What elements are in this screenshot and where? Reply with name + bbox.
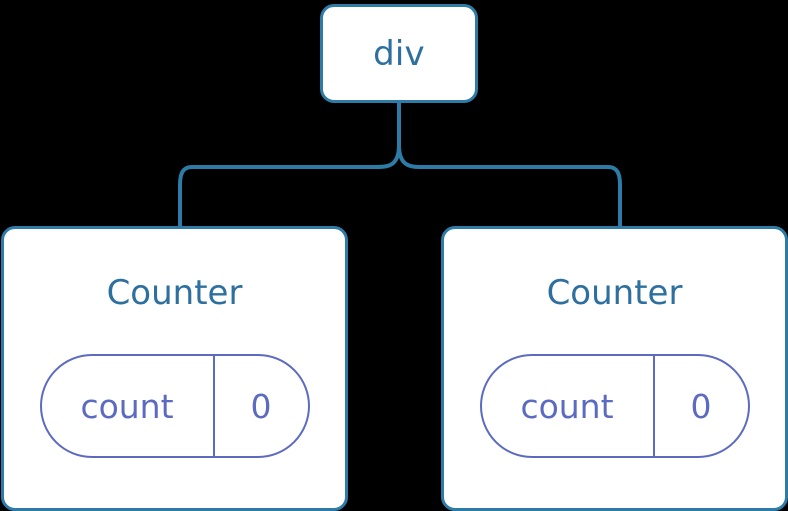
- state-pill-left-key-cell: count: [42, 356, 215, 456]
- state-pill-right[interactable]: count 0: [479, 354, 750, 458]
- state-pill-left-value: 0: [250, 386, 272, 426]
- tree-connector: [178, 103, 622, 228]
- node-counter-right-label: Counter: [546, 273, 683, 313]
- state-pill-right-value: 0: [690, 386, 712, 426]
- state-pill-left-value-cell: 0: [215, 356, 308, 456]
- node-div[interactable]: div: [320, 4, 478, 103]
- connector-branch-right: [397, 144, 622, 228]
- node-counter-left-label: Counter: [106, 273, 243, 313]
- state-pill-right-key: count: [520, 386, 614, 426]
- state-pill-right-key-cell: count: [482, 356, 655, 456]
- connector-branch-left: [178, 144, 401, 228]
- diagram-canvas: div Counter count 0 Counter count 0: [1, 4, 788, 511]
- state-pill-left-key: count: [80, 386, 174, 426]
- state-pill-right-value-cell: 0: [655, 356, 748, 456]
- node-counter-right[interactable]: Counter count 0: [441, 226, 788, 511]
- node-counter-left[interactable]: Counter count 0: [1, 226, 348, 511]
- node-div-label: div: [373, 33, 425, 74]
- state-pill-left[interactable]: count 0: [39, 354, 310, 458]
